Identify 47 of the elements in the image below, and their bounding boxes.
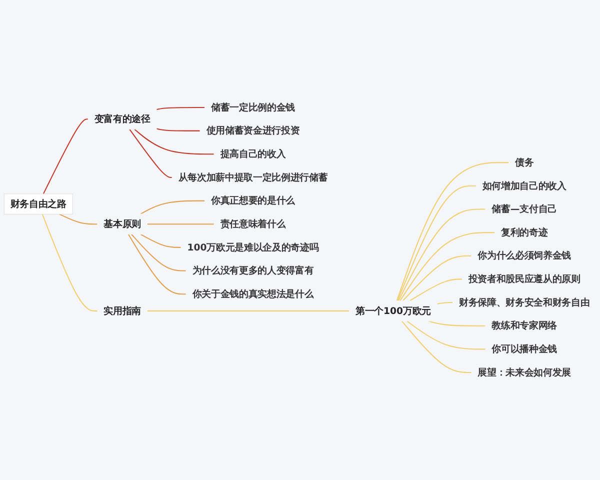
node-text: 实用指南 xyxy=(104,306,141,316)
node-text: 使用储蓄资金进行投资 xyxy=(206,125,300,136)
node-text: 投资者和股民应遵从的原则 xyxy=(468,274,580,285)
node-text: 储蓄一定比例的金钱 xyxy=(210,102,295,113)
connector xyxy=(410,278,462,302)
node-text: 财务保障、财务安全和财务自由 xyxy=(459,297,590,308)
node-text: 从每次加薪中提取一定比例进行储蓄 xyxy=(178,172,328,183)
node-text: 你可以播种金钱 xyxy=(492,344,557,355)
node-text: 储蓄—支付自己 xyxy=(492,204,557,215)
node-text: 如何增加自己的收入 xyxy=(482,180,566,192)
node-box: 财务自由之路 xyxy=(4,194,73,214)
connector xyxy=(140,200,205,214)
node-text: 基本原则 xyxy=(104,218,141,230)
connector xyxy=(396,162,509,302)
connector xyxy=(59,214,98,225)
node-text: 展望：未来会如何发展 xyxy=(478,367,571,378)
node-text: 债务 xyxy=(514,157,534,168)
connector xyxy=(397,185,476,302)
connector xyxy=(42,214,98,312)
connector xyxy=(147,224,214,225)
connector xyxy=(128,234,186,295)
node-text: 你为什么必须饲养金钱 xyxy=(478,250,571,262)
connector xyxy=(129,128,172,178)
connector xyxy=(437,302,453,304)
node-text: 你关于金钱的真实想法是什么 xyxy=(192,288,314,300)
connector xyxy=(134,128,214,155)
connector xyxy=(42,118,88,194)
node-text: 提高自己的收入 xyxy=(220,148,286,160)
node-text: 变富有的途径 xyxy=(94,114,150,125)
connector xyxy=(156,128,200,132)
connector xyxy=(402,255,472,302)
connector xyxy=(406,320,486,350)
node-text: 教练和专家网络 xyxy=(492,320,557,332)
connector xyxy=(428,320,486,326)
connector xyxy=(131,234,186,272)
node-text: 100万欧元是难以企及的奇迹吗 xyxy=(187,242,319,253)
connector xyxy=(398,208,486,302)
node-text: 责任意味着什么 xyxy=(220,218,286,230)
node-text: 第一个100万欧元 xyxy=(356,306,432,316)
connector xyxy=(140,234,181,248)
connector xyxy=(147,310,350,312)
node-text: 为什么没有更多的人变得富有 xyxy=(192,265,314,276)
node-text: 你真正想要的是什么 xyxy=(210,195,295,206)
connector xyxy=(156,106,205,110)
connector xyxy=(401,320,472,374)
connector xyxy=(400,232,495,302)
node-text: 复利的奇迹 xyxy=(501,227,548,238)
